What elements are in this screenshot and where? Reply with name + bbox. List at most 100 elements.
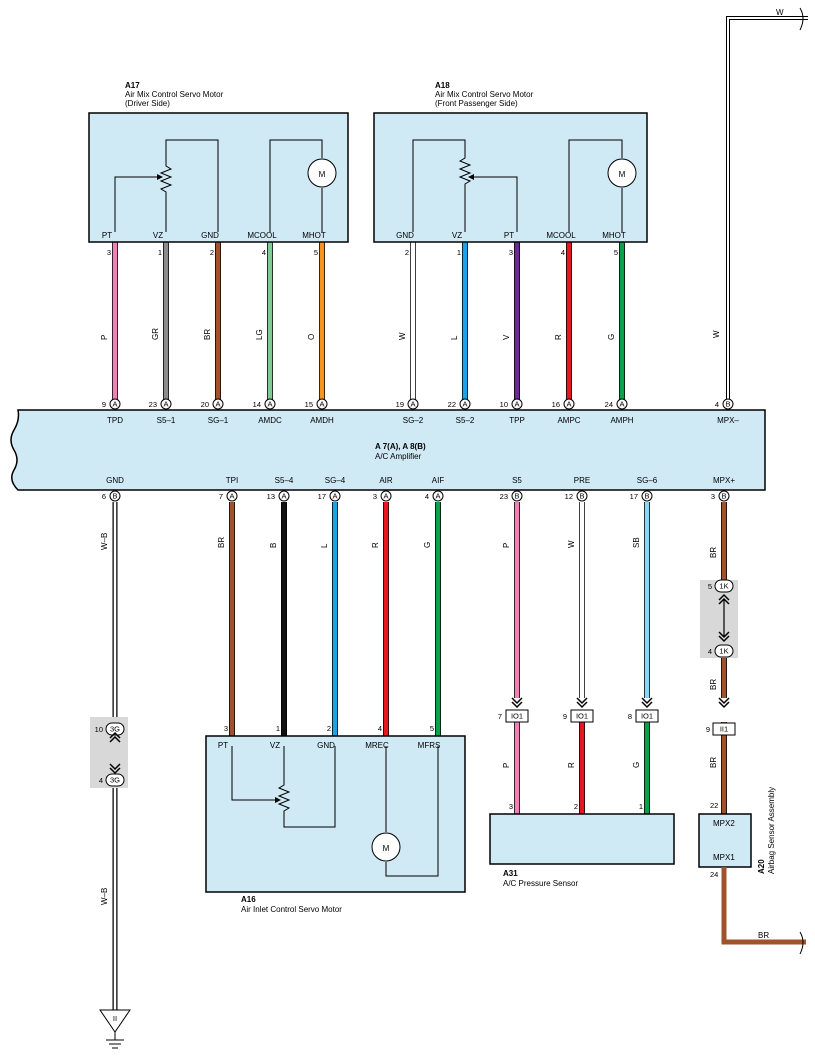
amp-top-pin-mpx–: B <box>722 398 734 410</box>
a17-pin-num: 1 <box>158 248 162 257</box>
svg-text:A: A <box>435 492 440 501</box>
a16-pin-label: GND <box>317 741 335 750</box>
amp-bottom-pin-name: S5–4 <box>275 476 294 485</box>
a16-wire-color: BR <box>217 537 226 548</box>
amp-bottom-pin-num: 12 <box>565 492 573 501</box>
svg-text:B: B <box>112 492 117 501</box>
a16-title: Air Inlet Control Servo Motor <box>241 905 342 914</box>
wire-br-bottom-right <box>721 867 806 955</box>
amplifier-component: A 7(A), A 8(B) A/C Amplifier <box>10 409 766 491</box>
amp-bottom-pin-name: SG–4 <box>325 476 346 485</box>
amp-top-pin-amdh: A <box>316 398 328 410</box>
svg-text:3G: 3G <box>110 725 120 734</box>
a31-title: A/C Pressure Sensor <box>503 879 578 888</box>
amp-bottom-pin-air: A <box>380 490 392 502</box>
a16-wire-color: G <box>423 542 432 548</box>
svg-text:A: A <box>281 492 286 501</box>
a17-wire-color: P <box>100 335 109 340</box>
amp-top-pin-sg–2: A <box>407 398 419 410</box>
a18-pin-num: 1 <box>457 248 461 257</box>
a16-pin-label: PT <box>218 741 228 750</box>
a17-code: A17 <box>125 81 140 90</box>
amp-top-pin-sg–1: A <box>212 398 224 410</box>
a18-title: Air Mix Control Servo Motor <box>435 90 534 99</box>
a18-pin-label: PT <box>504 231 514 240</box>
svg-text:9: 9 <box>563 712 567 721</box>
svg-text:M: M <box>383 844 390 853</box>
svg-text:A: A <box>267 400 272 409</box>
junction-1k-bottom: 1K <box>714 644 734 658</box>
svg-text:IO1: IO1 <box>511 712 523 721</box>
amp-top-pin-name: S5–2 <box>456 416 475 425</box>
svg-text:A: A <box>112 400 117 409</box>
a20-component: MPX2 MPX1 22 24 A20 Airbag Sensor Assemb… <box>698 787 776 879</box>
amp-top-pin-num: 10 <box>500 400 508 409</box>
br-wire-color: BR <box>709 757 718 768</box>
amp-top-pin-name: SG–2 <box>403 416 424 425</box>
a17-wire-color: BR <box>203 329 212 340</box>
br-wire-color-bottom: BR <box>758 931 769 940</box>
a17-wire-color: LG <box>255 329 264 340</box>
svg-text:A: A <box>319 400 324 409</box>
svg-text:10: 10 <box>95 725 103 734</box>
connector-io1: IO1 <box>570 709 594 723</box>
a17-wire-color: GR <box>151 328 160 340</box>
a17-title: Air Mix Control Servo Motor <box>125 90 224 99</box>
chevron-down-icon <box>718 631 730 643</box>
amp-bottom-pin-name: S5 <box>512 476 522 485</box>
a31-pin-num: 3 <box>509 802 513 811</box>
a16-pin-num: 3 <box>224 724 228 733</box>
amp-top-pin-num: 15 <box>305 400 313 409</box>
a20-pin-mpx2: MPX2 <box>713 819 735 828</box>
amp-bottom-pin-num: 3 <box>373 492 377 501</box>
chevron-up-icon <box>718 593 730 605</box>
a18-pin-num: 2 <box>405 248 409 257</box>
amp-bottom-pin-name: MPX+ <box>713 476 735 485</box>
a16-pin-label: MFRS <box>418 741 441 750</box>
wires-layer <box>112 242 727 1010</box>
amp-top-pin-name: SG–1 <box>208 416 229 425</box>
a17-pin-label: MHOT <box>302 231 326 240</box>
svg-text:B: B <box>514 492 519 501</box>
amp-bottom-pin-name: AIF <box>432 476 445 485</box>
amp-top-pin-name: AMPC <box>557 416 580 425</box>
a16-pin-num: 5 <box>430 724 434 733</box>
amp-bottom-pin-aif: A <box>432 490 444 502</box>
io1-wire-color-up: P <box>502 543 511 548</box>
amp-top-pin-name: AMPH <box>610 416 633 425</box>
a18-wire-color: V <box>502 334 511 340</box>
amp-bottom-pin-num: 23 <box>500 492 508 501</box>
amp-top-pin-name: MPX– <box>717 416 739 425</box>
svg-text:9: 9 <box>706 725 710 734</box>
a18-wire-color: R <box>554 334 563 340</box>
a18-pin-num: 3 <box>509 248 513 257</box>
amp-bottom-pin-num: 6 <box>102 492 106 501</box>
a16-pin-num: 1 <box>276 724 280 733</box>
svg-text:5: 5 <box>708 582 712 591</box>
amp-bottom-pin-tpi: A <box>226 490 238 502</box>
junction-3g-top: 3G <box>105 722 125 736</box>
svg-text:A: A <box>383 492 388 501</box>
svg-text:A: A <box>163 400 168 409</box>
amp-top-pin-name: AMDC <box>258 416 282 425</box>
a18-wire-color: G <box>607 334 616 340</box>
a17-component: A17 Air Mix Control Servo Motor (Driver … <box>88 81 349 243</box>
amp-top-pin-num: 4 <box>715 400 719 409</box>
amp-bottom-pin-sg–6: B <box>641 490 653 502</box>
svg-text:B: B <box>644 492 649 501</box>
amp-bottom-pin-sg–4: A <box>329 490 341 502</box>
a18-pin-num: 5 <box>614 248 618 257</box>
a18-pin-label: MCOOL <box>546 231 576 240</box>
a17-wire-color: O <box>307 334 316 340</box>
wire-color-label-w-top: W <box>776 8 784 17</box>
a18-wire-color: L <box>450 335 459 340</box>
svg-text:A: A <box>566 400 571 409</box>
svg-text:II1: II1 <box>720 725 728 734</box>
svg-text:A: A <box>462 400 467 409</box>
svg-text:4: 4 <box>99 776 103 785</box>
a20-pin-mpx1: MPX1 <box>713 853 735 862</box>
amp-top-pin-num: 16 <box>552 400 560 409</box>
amp-bottom-pin-num: 17 <box>630 492 638 501</box>
amp-bottom-pin-num: 7 <box>219 492 223 501</box>
a18-pin-label: VZ <box>452 231 462 240</box>
